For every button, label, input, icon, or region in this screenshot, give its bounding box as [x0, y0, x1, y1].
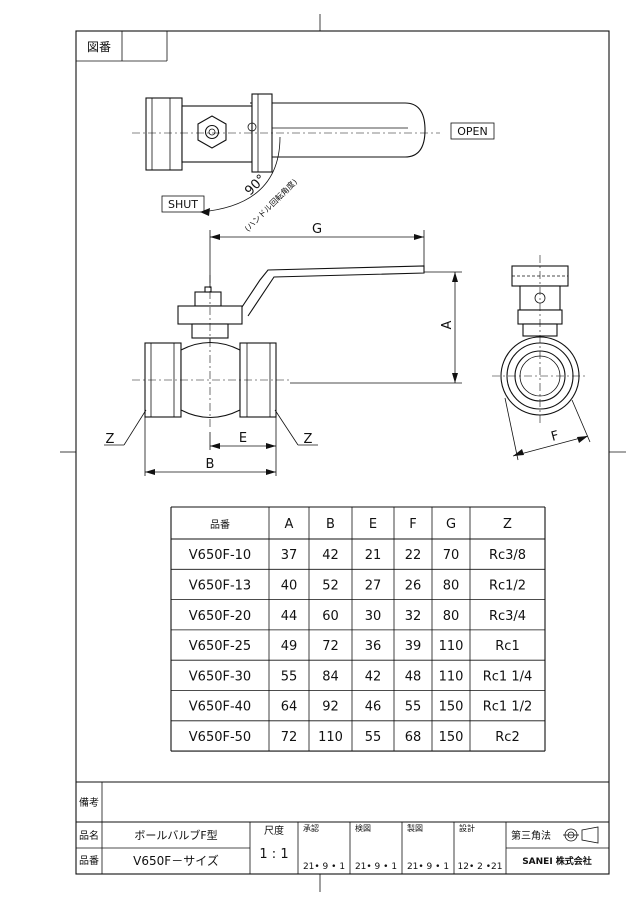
drawing-number-label: 図番 — [87, 40, 111, 54]
table-part-number: V650F-25 — [189, 639, 251, 654]
draft-date: 21• 9 • 1 — [407, 862, 449, 872]
table-cell: 150 — [439, 700, 464, 715]
sheet-frame — [60, 14, 626, 892]
top-view: 90° (ハンドル回転角度) OPEN SHUT — [132, 93, 495, 233]
table-cell: 110 — [318, 730, 343, 745]
approve-date: 21• 9 • 1 — [303, 862, 345, 872]
table-part-number: V650F-10 — [189, 548, 251, 563]
table-header-cell: Z — [503, 517, 512, 532]
table-header-cell: E — [369, 517, 377, 532]
product-code-value: V650F－サイズ — [133, 853, 219, 868]
drawing-number-box: 図番 — [76, 31, 168, 62]
dim-z-left-label: Z — [106, 432, 115, 447]
third-angle-projection-icon — [563, 826, 599, 844]
table-part-number: V650F-13 — [189, 578, 251, 593]
table-cell: 40 — [281, 578, 298, 593]
product-code-label: 品番 — [79, 855, 99, 867]
table-part-number: V650F-50 — [189, 730, 251, 745]
table-cell: 30 — [365, 609, 382, 624]
table-cell: 49 — [281, 639, 298, 654]
table-cell: 150 — [439, 730, 464, 745]
open-label: OPEN — [457, 125, 487, 138]
shut-label: SHUT — [168, 198, 198, 211]
projection-label: 第三角法 — [511, 829, 551, 842]
table-cell: Rc3/8 — [489, 548, 526, 563]
table-cell: 22 — [405, 548, 422, 563]
table-cell: 42 — [365, 669, 382, 684]
company-name: SANEI 株式会社 — [522, 855, 592, 867]
table-cell: Rc1 1/2 — [483, 700, 533, 715]
table-cell: 72 — [281, 730, 298, 745]
dim-z-right-label: Z — [304, 432, 313, 447]
title-block: 備考 品名 ボールバルブF型 品番 V650F－サイズ 尺度 1 : 1 承認 … — [76, 781, 609, 874]
table-cell: 46 — [365, 700, 382, 715]
table-cell: 84 — [322, 669, 339, 684]
table-cell: 68 — [405, 730, 422, 745]
table-cell: Rc1 — [495, 639, 519, 654]
table-cell: 110 — [439, 669, 464, 684]
table-cell: 72 — [322, 639, 339, 654]
table-cell: 64 — [281, 700, 298, 715]
dim-e-label: E — [239, 431, 247, 446]
table-header-cell: 品番 — [210, 519, 230, 531]
table-cell: 70 — [443, 548, 460, 563]
table-cell: 80 — [443, 609, 460, 624]
dim-f-label: F — [550, 428, 561, 444]
table-header-cell: B — [326, 517, 335, 532]
design-label: 設計 — [459, 823, 475, 833]
table-cell: 55 — [365, 730, 382, 745]
front-view: G A E — [104, 222, 462, 476]
table-cell: 32 — [405, 609, 422, 624]
scale-value: 1 : 1 — [259, 847, 288, 862]
table-cell: 42 — [322, 548, 339, 563]
scale-label: 尺度 — [264, 824, 284, 837]
inspect-date: 21• 9 • 1 — [355, 862, 397, 872]
table-cell: 92 — [322, 700, 339, 715]
table-cell: 26 — [405, 578, 422, 593]
table-cell: 48 — [405, 669, 422, 684]
side-view: F — [492, 255, 591, 461]
product-name-value: ボールバルブF型 — [134, 828, 217, 842]
table-cell: Rc1/2 — [489, 578, 526, 593]
table-header-cell: F — [409, 517, 416, 532]
design-date: 12• 2 •21 — [458, 862, 503, 872]
table-cell: 60 — [322, 609, 339, 624]
table-cell: 39 — [405, 639, 422, 654]
dim-a-label: A — [440, 320, 455, 329]
table-cell: 110 — [439, 639, 464, 654]
product-name-label: 品名 — [79, 829, 99, 842]
approve-label: 承認 — [303, 823, 319, 833]
remarks-label: 備考 — [79, 796, 99, 809]
table-header-cell: A — [285, 517, 294, 532]
table-cell: 21 — [365, 548, 382, 563]
table-cell: 27 — [365, 578, 382, 593]
table-cell: 52 — [322, 578, 339, 593]
table-cell: Rc2 — [495, 730, 519, 745]
table-cell: Rc3/4 — [489, 609, 526, 624]
table-cell: 55 — [405, 700, 422, 715]
table-cell: Rc1 1/4 — [483, 669, 533, 684]
inspect-label: 検図 — [355, 823, 371, 833]
angle-label: 90° — [242, 172, 269, 199]
table-part-number: V650F-20 — [189, 609, 251, 624]
table-header-cell: G — [446, 517, 456, 532]
table-cell: 44 — [281, 609, 298, 624]
dim-g-label: G — [312, 222, 322, 237]
table-cell: 36 — [365, 639, 382, 654]
dim-b-label: B — [206, 457, 215, 472]
table-cell: 55 — [281, 669, 298, 684]
table-cell: 37 — [281, 548, 298, 563]
table-cell: 80 — [443, 578, 460, 593]
table-part-number: V650F-40 — [189, 700, 251, 715]
draft-label: 製図 — [407, 823, 423, 833]
table-part-number: V650F-30 — [189, 669, 251, 684]
